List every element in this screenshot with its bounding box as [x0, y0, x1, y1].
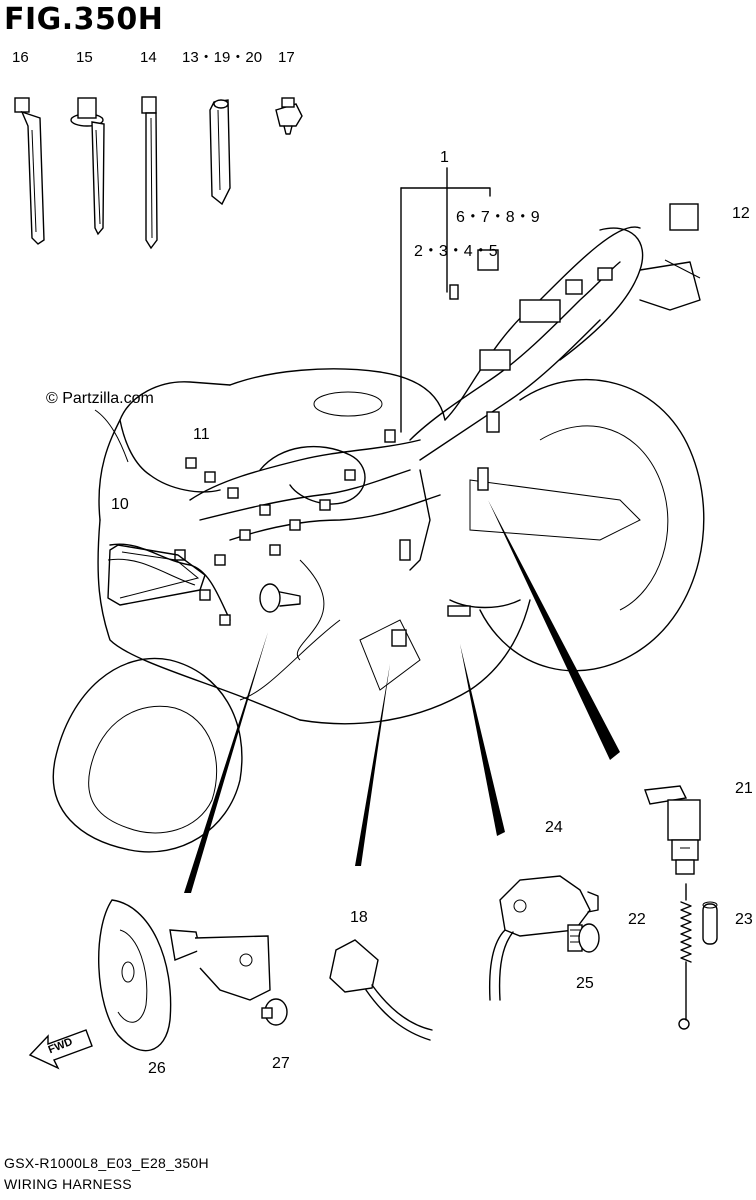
- switch-21-drawing: [644, 785, 701, 875]
- harness-connectors: [174, 203, 699, 647]
- callout-18: 18: [350, 909, 368, 926]
- band-13-drawing: [209, 99, 231, 206]
- callout-27: 27: [272, 1055, 290, 1072]
- clip-17-drawing: [275, 97, 303, 135]
- tie-14-drawing: [141, 96, 158, 250]
- horn-small-drawing: [259, 583, 301, 613]
- callout-13-19-20: 13・19・20: [182, 49, 263, 66]
- callout-17: 17: [278, 49, 295, 66]
- callout-21: 21: [735, 780, 753, 797]
- pin-23-drawing: [702, 901, 718, 945]
- harness-wires: [107, 261, 621, 661]
- callout-16: 16: [12, 49, 29, 66]
- callout-10: 10: [111, 496, 129, 513]
- footer-model-code: GSX-R1000L8_E03_E28_350H: [4, 1155, 209, 1171]
- figure-title: FIG.350H: [4, 2, 164, 37]
- callout-25: 25: [576, 975, 594, 992]
- callout-23: 23: [735, 911, 753, 928]
- copyright-text: © Partzilla.com: [46, 390, 154, 407]
- callout-2-3-4-5: 2・3・4・5: [414, 243, 498, 260]
- pointer-arrows: [184, 500, 620, 893]
- sensor-18-drawing: [329, 939, 433, 1041]
- callout-15: 15: [76, 49, 93, 66]
- bracket-10-drawing: [107, 544, 206, 606]
- callout-1: 1: [440, 149, 449, 166]
- bolt-27-drawing: [261, 998, 288, 1026]
- callout-24: 24: [545, 819, 563, 836]
- clamp-16-drawing: [14, 97, 45, 245]
- callout-26: 26: [148, 1060, 166, 1077]
- footer-section-name: WIRING HARNESS: [4, 1176, 132, 1192]
- switch-24-drawing: [488, 875, 599, 1001]
- callout-12: 12: [732, 205, 750, 222]
- callout-11: 11: [193, 426, 210, 443]
- motorcycle-outline: [52, 226, 705, 853]
- fwd-arrow: [28, 1029, 93, 1070]
- callout-22: 22: [628, 911, 646, 928]
- bolt-25-drawing: [567, 923, 600, 953]
- clip-15-drawing: [70, 97, 105, 236]
- callout-6-7-8-9: 6・7・8・9: [456, 209, 540, 226]
- callout-14: 14: [140, 49, 157, 66]
- horn-26-drawing: [98, 899, 271, 1052]
- spring-22-drawing: [678, 883, 692, 1030]
- leader-bracket-1: [400, 167, 491, 433]
